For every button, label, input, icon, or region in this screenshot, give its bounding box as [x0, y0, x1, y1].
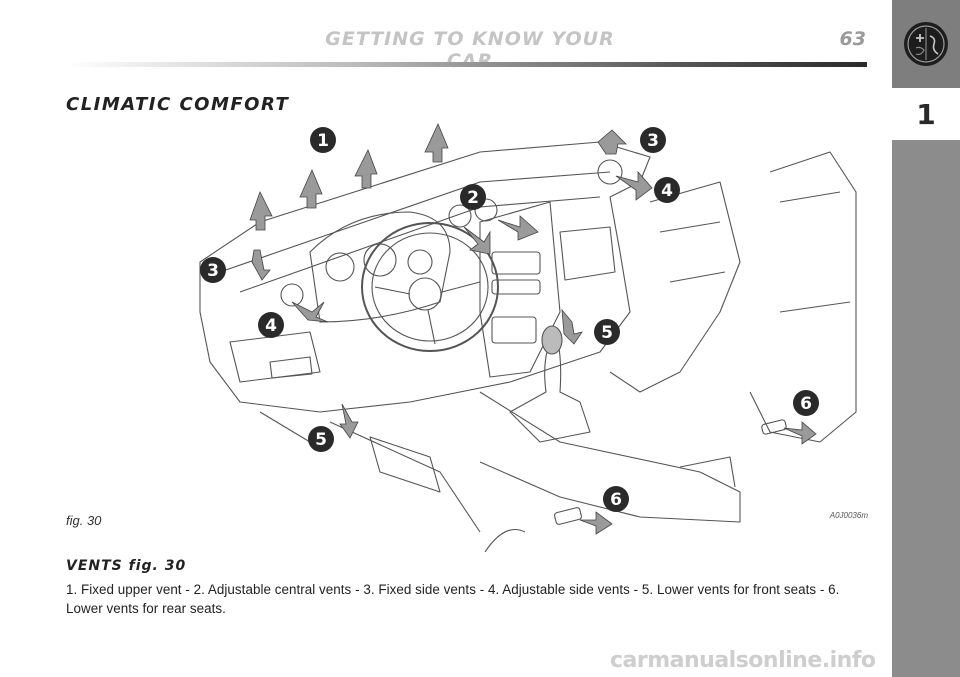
instrument-cluster: [309, 211, 451, 323]
sidebar-logo-area: [892, 0, 960, 88]
lower-front-vent-arrow: [561, 308, 583, 345]
callout-6-left: 6: [603, 486, 629, 512]
callout-4-right: 4: [654, 177, 680, 203]
chapter-tab[interactable]: 1: [892, 88, 960, 140]
dashboard-outline: [199, 141, 651, 413]
steering-wheel: [361, 222, 499, 352]
figure-caption: fig. 30: [66, 513, 102, 528]
chapter-sidebar: 1: [892, 0, 960, 677]
svg-text:4: 4: [265, 316, 277, 336]
central-vent-arrow: [463, 226, 491, 255]
svg-text:5: 5: [601, 323, 613, 343]
header-rule: [65, 62, 867, 67]
upper-vent-arrow: [424, 123, 449, 163]
callout-5-right: 5: [594, 319, 620, 345]
side-vent-arrow: [251, 249, 271, 281]
svg-text:3: 3: [647, 131, 659, 151]
body-text: 1. Fixed upper vent - 2. Adjustable cent…: [66, 582, 840, 616]
callout-6-right: 6: [793, 390, 819, 416]
upper-vent-arrow: [249, 190, 273, 231]
centre-tunnel: [479, 391, 741, 523]
alfa-romeo-badge-icon: [904, 22, 948, 66]
body-heading: VENTS fig. 30: [66, 558, 187, 574]
upper-vent-arrow: [354, 149, 378, 189]
figure-code: A0J0036m: [829, 511, 868, 520]
gear-stick: [509, 341, 591, 443]
watermark: carmanualsonline.info: [610, 648, 876, 673]
lower-rear-vent-arrow: [783, 421, 817, 445]
section-title: CLIMATIC COMFORT: [66, 94, 290, 115]
central-vent-arrow: [497, 215, 539, 241]
adjustable-side-vent-arrow: [291, 301, 329, 323]
rear-seat: [749, 151, 857, 443]
callout-markers: 1 2 3 4 3 4 5 5 6 6: [200, 127, 819, 512]
svg-text:6: 6: [800, 394, 812, 414]
callout-5-left: 5: [308, 426, 334, 452]
svg-text:4: 4: [661, 181, 673, 201]
rear-floor-vent-right: [761, 419, 787, 435]
svg-text:3: 3: [207, 261, 219, 281]
svg-text:5: 5: [315, 430, 327, 450]
side-vent-right: [597, 159, 623, 185]
side-vent-arrow: [597, 129, 627, 155]
svg-text:6: 6: [610, 490, 622, 510]
center-console: [479, 201, 561, 378]
page-number: 63: [839, 28, 866, 50]
adjustable-side-vent-arrow: [615, 170, 653, 201]
upper-vent-arrow: [299, 168, 323, 209]
dashboard-vents-illustration: 1 2 3 4 3 4 5 5 6 6: [199, 123, 857, 552]
front-passenger-seat: [609, 181, 741, 393]
callout-4-left: 4: [258, 312, 284, 338]
callout-1: 1: [310, 127, 336, 153]
side-vent-left: [280, 283, 304, 307]
svg-text:1: 1: [317, 131, 329, 151]
callout-2: 2: [460, 184, 486, 210]
airflow-arrows: [249, 123, 817, 535]
svg-text:2: 2: [467, 188, 479, 208]
lower-front-vent-arrow: [339, 403, 359, 439]
callout-3-right: 3: [640, 127, 666, 153]
callout-3-left: 3: [200, 257, 226, 283]
rear-floor-vent-left: [554, 507, 582, 525]
lower-rear-vent-arrow: [579, 511, 613, 535]
